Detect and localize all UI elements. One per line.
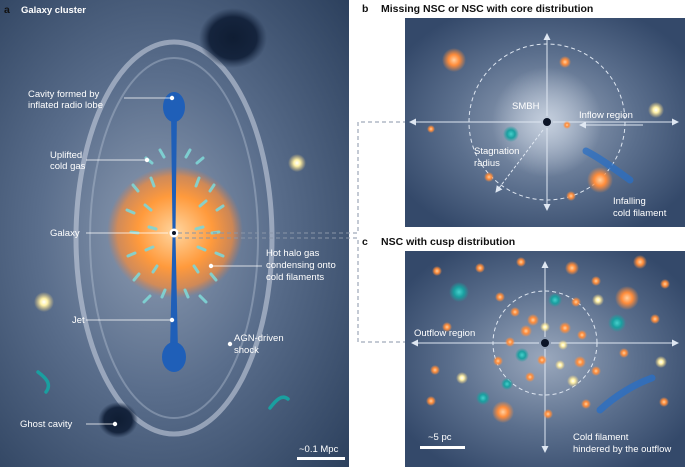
scale-label-a: ~0.1 Mpc	[299, 444, 339, 455]
label-shock-line1: AGN-driven	[234, 333, 284, 344]
label-jet: Jet	[72, 315, 85, 326]
nsc-clumps	[426, 255, 670, 423]
label-hindered-line1: Cold filament	[573, 432, 629, 443]
axes-b	[409, 33, 679, 211]
connector-lines	[178, 121, 405, 343]
panel-b: b Missing NSC or NSC with core distribut…	[362, 3, 685, 227]
label-ghost-cavity: Ghost cavity	[20, 419, 73, 430]
smbh-c	[541, 339, 549, 347]
jet-upper	[171, 110, 177, 232]
panel-c-letter: c	[362, 236, 368, 248]
yellow-star	[34, 292, 54, 312]
panel-b-letter: b	[362, 3, 368, 15]
scale-bar-c	[420, 446, 465, 449]
radio-lobe-lower	[162, 342, 186, 372]
yellow-star	[648, 102, 664, 118]
yellow-star	[288, 154, 306, 172]
teal-filament	[36, 370, 51, 394]
hot-clump	[427, 125, 435, 133]
label-stagnation-line1: Stagnation	[474, 146, 519, 157]
galaxy-smbh	[172, 231, 176, 235]
top-cavity	[199, 8, 267, 68]
label-hot-line3: cold filaments	[266, 272, 324, 283]
teal-clump	[503, 126, 519, 142]
scale-bar-a	[297, 457, 345, 460]
leader-lines-a	[86, 95, 262, 427]
infalling-cold-filament	[582, 147, 634, 184]
radio-lobe-upper	[163, 92, 185, 122]
hot-clump	[559, 56, 571, 68]
teal-filament	[268, 395, 290, 410]
panel-b-title: Missing NSC or NSC with core distributio…	[381, 3, 593, 15]
label-uplifted-line2: cold gas	[50, 161, 86, 172]
panel-a: a Galaxy cluster Cavity formed by inflat…	[0, 0, 349, 467]
hot-clump	[442, 48, 466, 72]
label-hindered-line2: hindered by the outflow	[573, 444, 671, 455]
label-cavity-line2: inflated radio lobe	[28, 100, 103, 111]
smbh-b	[543, 118, 551, 126]
label-shock-line2: shock	[234, 345, 259, 356]
hot-clump	[484, 172, 494, 182]
jet-lower	[170, 236, 178, 352]
label-stagnation-line2: radius	[474, 158, 500, 169]
label-smbh: SMBH	[512, 101, 540, 112]
hot-clump	[587, 167, 613, 193]
label-hot-line1: Hot halo gas	[266, 248, 320, 259]
hot-clump	[566, 191, 576, 201]
label-infalling-line2: cold filament	[613, 208, 667, 219]
panel-a-title: Galaxy cluster	[21, 5, 86, 16]
label-inflow-region: Inflow region	[579, 110, 633, 121]
scale-label-c: ~5 pc	[428, 432, 452, 443]
panel-c-title: NSC with cusp distribution	[381, 236, 515, 248]
label-outflow-region: Outflow region	[414, 328, 475, 339]
label-cavity-line1: Cavity formed by	[28, 89, 100, 100]
label-galaxy: Galaxy	[50, 228, 80, 239]
hindered-cold-filament	[596, 374, 656, 414]
panel-a-letter: a	[4, 4, 10, 16]
label-uplifted-line1: Uplifted	[50, 150, 82, 161]
hot-clump	[563, 121, 571, 129]
label-hot-line2: condensing onto	[266, 260, 336, 271]
panel-c: c NSC with cusp distribution	[362, 236, 685, 467]
ghost-cavity	[98, 402, 138, 438]
label-infalling-line1: Infalling	[613, 196, 646, 207]
